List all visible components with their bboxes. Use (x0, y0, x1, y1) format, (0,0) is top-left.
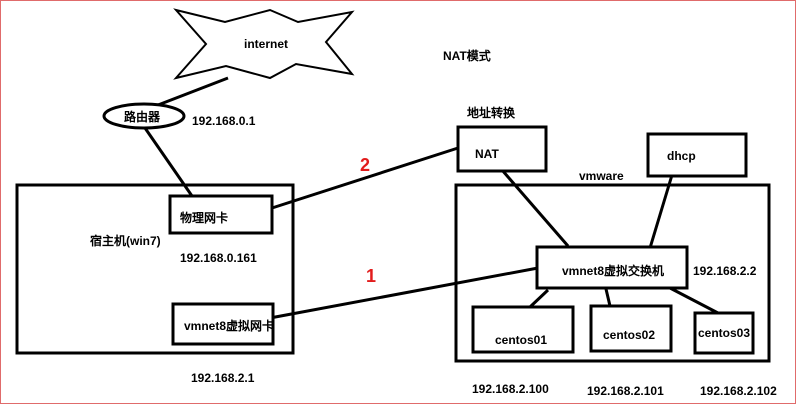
nat-box (456, 125, 548, 173)
centos01-ip: 192.168.2.100 (472, 382, 549, 396)
internet-cloud-shape (173, 8, 355, 80)
nat-label: NAT (475, 147, 499, 161)
address-translation-label: 地址转换 (467, 105, 516, 120)
host-machine-box (15, 183, 295, 355)
vmnet8-switch-ip: 192.168.2.2 (693, 264, 757, 278)
host-machine-label: 宿主机(win7) (90, 233, 161, 248)
centos01-label: centos01 (495, 333, 547, 347)
vmware-box (454, 183, 771, 363)
internet-label: internet (244, 37, 288, 51)
centos02-box (589, 304, 673, 353)
line-physnic-nat (271, 146, 459, 210)
vmnet8-nic-ip: 192.168.2.1 (191, 371, 255, 385)
physical-nic-label: 物理网卡 (180, 210, 228, 225)
centos01-box (471, 305, 575, 354)
line-vmnet8nic-switch (269, 266, 539, 320)
line-switch-centos01 (528, 288, 550, 309)
dhcp-box (646, 132, 748, 178)
line-internet-router (157, 76, 229, 107)
router-shape (102, 102, 186, 130)
router-label: 路由器 (124, 109, 161, 124)
path-number-2: 2 (360, 155, 370, 175)
host-ip: 192.168.0.161 (180, 251, 257, 265)
vmware-label: vmware (579, 169, 624, 183)
centos03-label: centos03 (698, 326, 750, 340)
line-switch-centos03 (669, 286, 719, 315)
vmnet8-switch-label: vmnet8虚拟交换机 (562, 263, 664, 278)
centos03-box (693, 311, 755, 355)
diagram-title: NAT模式 (443, 48, 491, 63)
vmnet8-switch-box (535, 245, 689, 290)
centos03-ip: 192.168.2.102 (700, 384, 777, 398)
line-dhcp-switch (648, 174, 674, 249)
router-ip: 192.168.0.1 (192, 114, 256, 128)
centos02-ip: 192.168.2.101 (587, 384, 664, 398)
centos02-label: centos02 (603, 328, 655, 342)
vmnet8-nic-box (171, 302, 275, 346)
connections (143, 76, 719, 320)
line-nat-switch (500, 169, 570, 247)
dhcp-label: dhcp (667, 149, 696, 163)
physical-nic-box (168, 194, 274, 235)
vmnet8-nic-label: vmnet8虚拟网卡 (184, 318, 274, 333)
line-switch-centos02 (604, 288, 612, 307)
path-number-1: 1 (366, 266, 376, 286)
